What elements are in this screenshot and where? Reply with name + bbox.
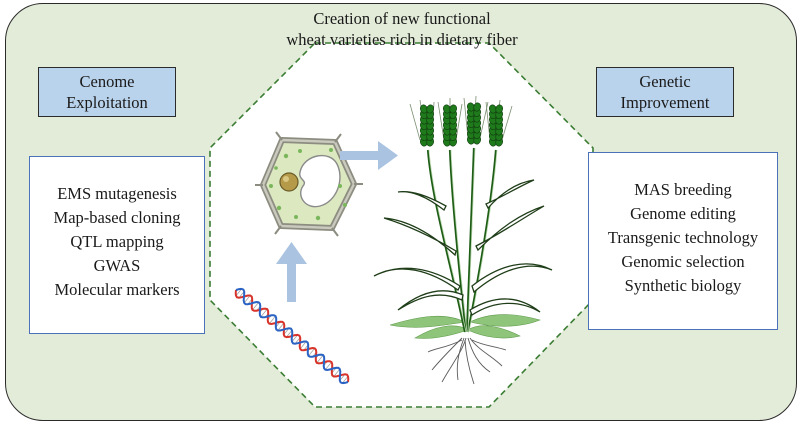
dna-rung bbox=[324, 361, 332, 370]
arrow-right-icon bbox=[340, 141, 398, 170]
center-octagon bbox=[209, 42, 594, 408]
dna-rung bbox=[235, 288, 242, 296]
wheat-plant-icon bbox=[373, 95, 553, 385]
right-list-item: Synthetic biology bbox=[624, 276, 742, 295]
left-list-item: Map-based cloning bbox=[53, 208, 181, 227]
dna-rung bbox=[342, 376, 349, 384]
left-header-line-2: Exploitation bbox=[66, 93, 148, 112]
left-method-list: EMS mutagenesis Map-based cloning QTL ma… bbox=[29, 156, 205, 334]
right-list-item: Genome editing bbox=[630, 204, 736, 223]
plant-cell-icon bbox=[255, 131, 363, 237]
left-header-box: Cenome Exploitation bbox=[38, 67, 176, 117]
right-method-list: MAS breeding Genome editing Transgenic t… bbox=[588, 152, 778, 330]
dna-rung bbox=[243, 295, 251, 304]
right-list-item: Transgenic technology bbox=[607, 228, 759, 247]
left-list-item: QTL mapping bbox=[70, 232, 164, 251]
right-header-box: Genetic Improvement bbox=[596, 67, 734, 117]
dna-strand bbox=[235, 287, 349, 385]
dna-rung bbox=[252, 302, 260, 311]
dna-rung bbox=[316, 354, 324, 364]
dna-helix-icon bbox=[234, 287, 350, 385]
diagram-title: Creation of new functional wheat varieti… bbox=[232, 8, 572, 50]
dna-rung bbox=[291, 334, 298, 342]
left-list-item: EMS mutagenesis bbox=[57, 184, 177, 203]
left-list-item: Molecular markers bbox=[54, 280, 180, 299]
wheat-grain bbox=[449, 104, 457, 114]
wheat-grain bbox=[473, 102, 481, 112]
right-header-line-1: Genetic bbox=[639, 72, 691, 91]
wheat-grain bbox=[495, 104, 503, 114]
wheat-grain bbox=[426, 104, 434, 114]
right-header-line-2: Improvement bbox=[620, 93, 710, 112]
dna-rung bbox=[299, 341, 307, 350]
right-list-item: Genomic selection bbox=[621, 252, 745, 271]
title-line-1: Creation of new functional bbox=[313, 9, 491, 28]
dna-rung bbox=[333, 368, 341, 377]
dna-rung bbox=[277, 322, 285, 331]
dna-rung bbox=[308, 348, 316, 357]
right-list-item: MAS breeding bbox=[634, 180, 732, 199]
dna-rung bbox=[286, 330, 293, 338]
left-header-line-1: Cenome bbox=[79, 72, 135, 91]
arrow-up-icon bbox=[276, 242, 307, 302]
left-list-item: GWAS bbox=[93, 256, 141, 275]
dna-rung bbox=[260, 308, 268, 318]
title-line-2: wheat varieties rich in dietary fiber bbox=[286, 30, 518, 49]
dna-rung bbox=[268, 315, 276, 324]
